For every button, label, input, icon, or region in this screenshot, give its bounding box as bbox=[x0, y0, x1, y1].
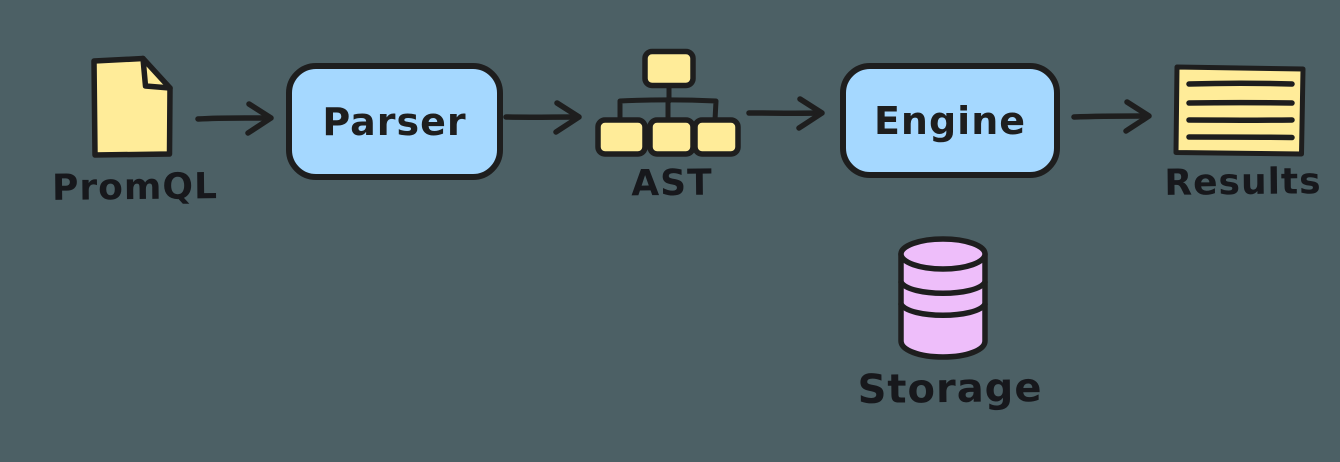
storage-label: Storage bbox=[857, 365, 1043, 413]
tree-icon bbox=[595, 48, 741, 157]
engine-label: Engine bbox=[873, 98, 1027, 143]
arrow-parser-to-ast bbox=[503, 100, 582, 135]
results-label: Results bbox=[1164, 161, 1322, 204]
ast-label: AST bbox=[631, 162, 713, 205]
parser-box: Parser bbox=[286, 63, 503, 180]
arrow-promql-to-parser bbox=[195, 101, 274, 136]
note-icon bbox=[1173, 64, 1306, 157]
engine-box: Engine bbox=[840, 63, 1060, 178]
document-icon bbox=[91, 55, 173, 158]
promql-label: PromQL bbox=[51, 166, 219, 209]
parser-label: Parser bbox=[322, 99, 467, 144]
database-icon bbox=[898, 236, 988, 360]
arrow-ast-to-engine bbox=[746, 96, 825, 131]
arrow-engine-to-results bbox=[1071, 99, 1152, 134]
